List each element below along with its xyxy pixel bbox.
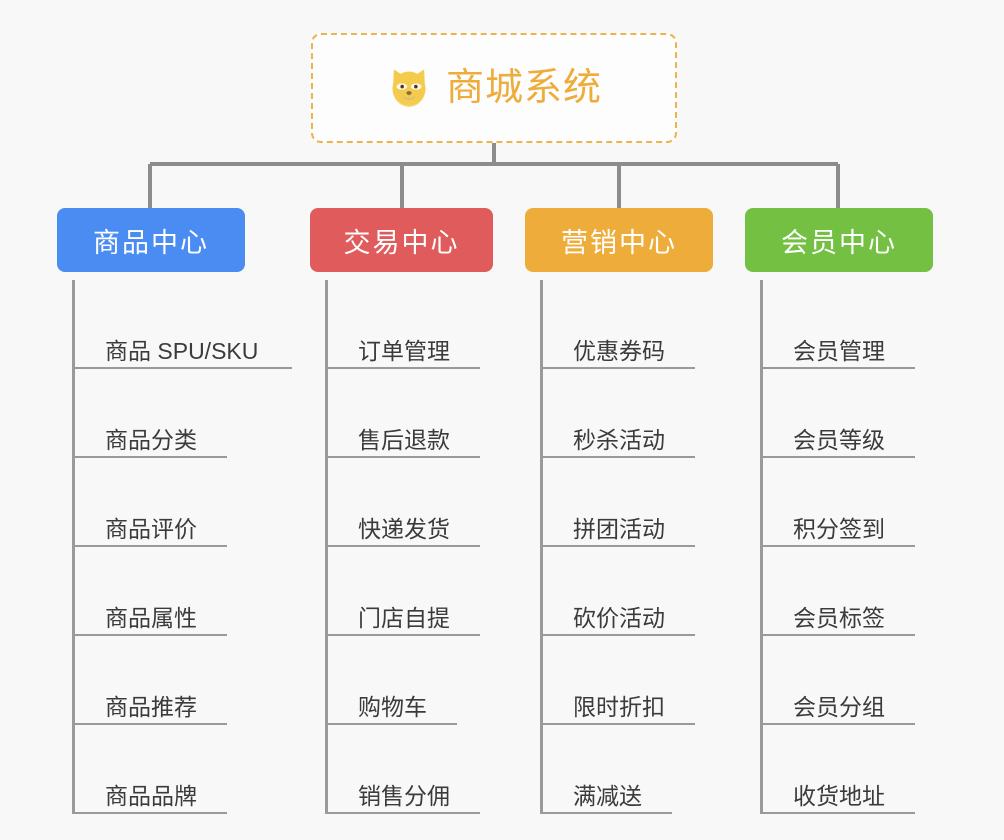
leaf-item[interactable]: 购物车 (325, 636, 493, 725)
leaf-item[interactable]: 商品分类 (72, 369, 245, 458)
leaf-underline (325, 545, 480, 547)
branch-column-3: 会员中心 会员管理 会员等级 积分签到 会员标签 会员分组 (745, 208, 933, 814)
leaf-underline (760, 456, 915, 458)
leaf-item[interactable]: 会员分组 (760, 636, 933, 725)
branch-header-0[interactable]: 商品中心 (57, 208, 245, 272)
leaf-underline (540, 634, 695, 636)
leaf-underline (72, 456, 227, 458)
leaf-underline (72, 812, 227, 814)
leaf-label: 收货地址 (793, 782, 885, 809)
leaf-underline (72, 634, 227, 636)
leaf-underline (760, 367, 915, 369)
leaf-item[interactable]: 销售分佣 (325, 725, 493, 814)
leaf-label: 售后退款 (358, 426, 450, 453)
leaf-item[interactable]: 快递发货 (325, 458, 493, 547)
leaf-item[interactable]: 门店自提 (325, 547, 493, 636)
leaf-underline (72, 723, 227, 725)
leaf-label: 商品 SPU/SKU (105, 337, 259, 364)
branch-header-2[interactable]: 营销中心 (525, 208, 713, 272)
leaf-underline (760, 634, 915, 636)
leaf-label: 订单管理 (358, 337, 450, 364)
root-node[interactable]: 商城系统 (311, 33, 677, 143)
leaf-label: 商品分类 (105, 426, 197, 453)
leaf-item[interactable]: 售后退款 (325, 369, 493, 458)
leaf-underline (325, 634, 480, 636)
leaf-item[interactable]: 砍价活动 (540, 547, 713, 636)
leaf-label: 商品推荐 (105, 693, 197, 720)
leaf-label: 商品属性 (105, 604, 197, 631)
leaf-item[interactable]: 限时折扣 (540, 636, 713, 725)
leaf-underline (325, 723, 457, 725)
leaf-label: 快递发货 (358, 515, 450, 542)
leaf-label: 会员分组 (793, 693, 885, 720)
leaf-underline (540, 812, 672, 814)
leaf-label: 秒杀活动 (573, 426, 665, 453)
leaf-label: 会员等级 (793, 426, 885, 453)
root-title: 商城系统 (445, 67, 602, 109)
leaf-label: 满减送 (573, 782, 642, 809)
leaf-item[interactable]: 满减送 (540, 725, 713, 814)
leaf-underline (325, 367, 480, 369)
leaf-underline (72, 367, 292, 369)
leaf-item[interactable]: 商品评价 (72, 458, 245, 547)
leaf-item[interactable]: 秒杀活动 (540, 369, 713, 458)
leaf-item[interactable]: 商品 SPU/SKU (72, 280, 292, 369)
leaf-item[interactable]: 商品推荐 (72, 636, 245, 725)
branch-items-3: 会员管理 会员等级 积分签到 会员标签 会员分组 收货地址 (745, 272, 933, 814)
leaf-underline (540, 545, 695, 547)
leaf-underline (540, 723, 695, 725)
branch-column-1: 交易中心 订单管理 售后退款 快递发货 门店自提 购物车 (310, 208, 493, 814)
leaf-label: 积分签到 (793, 515, 885, 542)
leaf-item[interactable]: 会员管理 (760, 280, 933, 369)
leaf-label: 销售分佣 (358, 782, 450, 809)
leaf-item[interactable]: 会员等级 (760, 369, 933, 458)
leaf-label: 砍价活动 (573, 604, 665, 631)
leaf-item[interactable]: 拼团活动 (540, 458, 713, 547)
leaf-underline (72, 545, 227, 547)
branch-header-3[interactable]: 会员中心 (745, 208, 933, 272)
leaf-underline (760, 812, 915, 814)
leaf-underline (540, 367, 695, 369)
shiba-inu-dog-face-icon (392, 69, 426, 107)
leaf-item[interactable]: 优惠券码 (540, 280, 713, 369)
leaf-underline (760, 545, 915, 547)
branch-items-1: 订单管理 售后退款 快递发货 门店自提 购物车 销售分佣 (310, 272, 493, 814)
branch-items-0: 商品 SPU/SKU 商品分类 商品评价 商品属性 商品推荐 商品品牌 (57, 272, 292, 814)
leaf-item[interactable]: 会员标签 (760, 547, 933, 636)
leaf-label: 优惠券码 (573, 337, 665, 364)
leaf-item[interactable]: 订单管理 (325, 280, 493, 369)
branch-header-1[interactable]: 交易中心 (310, 208, 493, 272)
leaf-item[interactable]: 收货地址 (760, 725, 933, 814)
leaf-label: 购物车 (358, 693, 427, 720)
leaf-label: 拼团活动 (573, 515, 665, 542)
leaf-underline (760, 723, 915, 725)
leaf-underline (540, 456, 695, 458)
leaf-label: 商品评价 (105, 515, 197, 542)
branch-items-2: 优惠券码 秒杀活动 拼团活动 砍价活动 限时折扣 满减送 (525, 272, 713, 814)
leaf-item[interactable]: 商品属性 (72, 547, 245, 636)
leaf-item[interactable]: 商品品牌 (72, 725, 245, 814)
branch-column-0: 商品中心 商品 SPU/SKU 商品分类 商品评价 商品属性 商品推荐 (57, 208, 292, 814)
leaf-label: 门店自提 (358, 604, 450, 631)
leaf-label: 会员标签 (793, 604, 885, 631)
leaf-underline (325, 456, 480, 458)
leaf-label: 会员管理 (793, 337, 885, 364)
branch-column-2: 营销中心 优惠券码 秒杀活动 拼团活动 砍价活动 限时折扣 (525, 208, 713, 814)
leaf-item[interactable]: 积分签到 (760, 458, 933, 547)
leaf-label: 限时折扣 (573, 693, 665, 720)
leaf-underline (325, 812, 480, 814)
leaf-label: 商品品牌 (105, 782, 197, 809)
